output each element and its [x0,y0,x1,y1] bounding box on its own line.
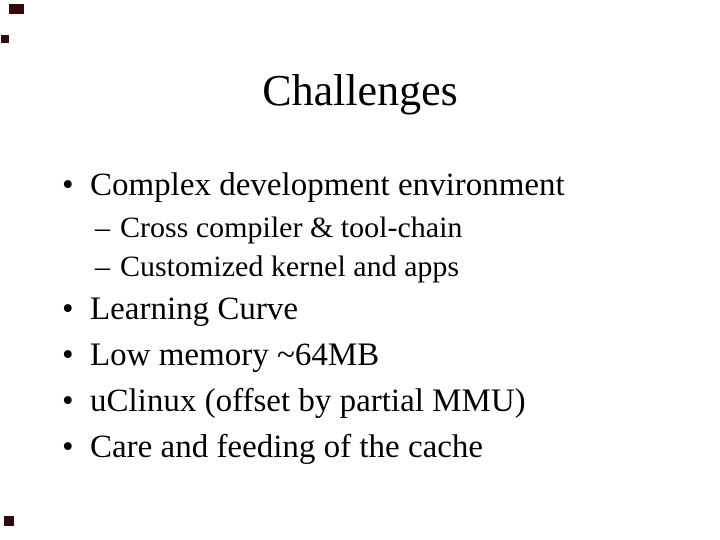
bullet-text: Complex development environment [90,167,565,203]
bullet-text: uClinux (offset by partial MMU) [90,383,526,419]
bullet-marker: • [62,167,74,203]
bullet-item-uclinux: • uClinux (offset by partial MMU) [0,378,720,424]
bullet-item-complex-dev-env: • Complex development environment [0,162,720,208]
bullet-item-low-memory: • Low memory ~64MB [0,332,720,378]
bullet-item-learning-curve: • Learning Curve [0,286,720,332]
bullet-text: Care and feeding of the cache [90,429,484,465]
subbullet-text: Cross compiler & tool-chain [120,211,463,244]
bullet-marker: • [62,383,74,419]
subbullet-item-customized-kernel: – Customized kernel and apps [0,247,720,286]
artifact-mark-top-left [9,4,24,14]
bullet-item-cache-care: • Care and feeding of the cache [0,424,720,470]
slide-title: Challenges [262,66,458,115]
artifact-mark-left-edge [1,35,9,43]
artifact-mark-bottom-left [4,516,14,526]
subbullet-text: Customized kernel and apps [120,250,460,283]
dash-marker: – [95,211,110,244]
dash-marker: – [95,250,110,283]
bullet-text: Learning Curve [90,291,299,327]
bullet-marker: • [62,291,74,327]
bullet-marker: • [62,429,74,465]
bullet-text: Low memory ~64MB [90,337,380,373]
subbullet-item-cross-compiler: – Cross compiler & tool-chain [0,208,720,247]
bullet-list: • Complex development environment – Cros… [0,162,720,470]
bullet-marker: • [62,337,74,373]
